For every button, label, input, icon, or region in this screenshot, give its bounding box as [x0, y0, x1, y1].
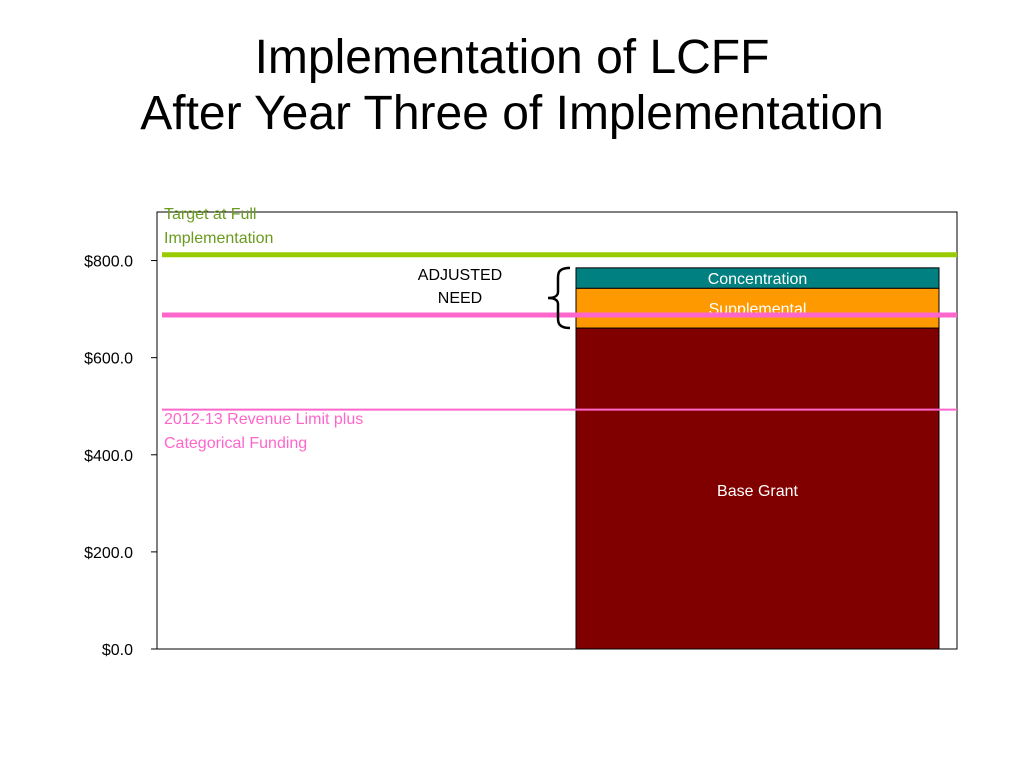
target-label-line-2: Implementation — [164, 230, 274, 247]
revenue-limit-label: 2012-13 Revenue Limit plus Categorical F… — [164, 408, 363, 456]
y-tick-label: $0.0 — [102, 642, 133, 659]
bar-label-concentration: Concentration — [708, 271, 808, 288]
y-tick-label: $800.0 — [84, 254, 133, 271]
bar-segment-supplemental — [575, 287, 940, 329]
plot-area-frame — [156, 211, 958, 650]
adjusted-need-line-1: ADJUSTED — [417, 267, 503, 284]
title-line-2: After Year Three of Implementation — [140, 87, 884, 140]
y-tick-label: $600.0 — [84, 351, 133, 368]
adjusted-need-label: ADJUSTED NEED — [400, 264, 520, 310]
y-tick-label: $200.0 — [84, 545, 133, 562]
bar-segment-base-grant — [575, 327, 940, 650]
target-label-line-1: Target at Full — [164, 206, 257, 223]
adjusted-need-line-2: NEED — [437, 290, 483, 307]
revenue-label-line-1: 2012-13 Revenue Limit plus — [164, 411, 364, 428]
title-line-1: Implementation of LCFF — [254, 31, 770, 84]
slide-title: Implementation of LCFF After Year Three … — [0, 30, 1024, 142]
bar-segment-concentration — [575, 267, 940, 289]
adjusted-need-brace — [547, 266, 571, 330]
bar-label-base-grant: Base Grant — [717, 483, 798, 500]
target-full-implementation-label: Target at Full Implementation — [164, 203, 273, 251]
y-tick-label: $400.0 — [84, 448, 133, 465]
revenue-label-line-2: Categorical Funding — [164, 435, 308, 452]
